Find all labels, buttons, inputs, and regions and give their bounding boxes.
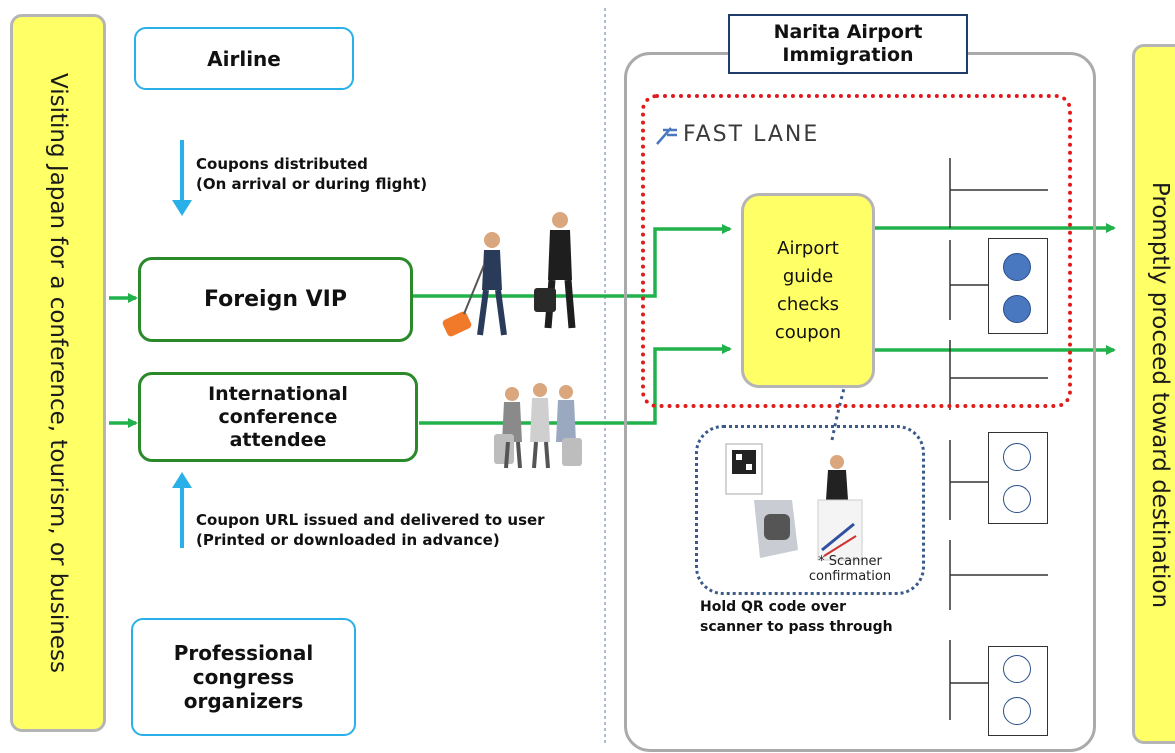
qr-scanner-illustration [725, 443, 863, 561]
booth-light-icon [1003, 295, 1031, 323]
airline-box: Airline [134, 27, 354, 90]
attendee-line-2: conference [218, 405, 338, 428]
attendee-group-illustration [494, 383, 582, 469]
airline-label: Airline [207, 46, 281, 71]
airport-guide-box: Airport guide checks coupon [741, 193, 875, 388]
hold-note-line-2: scanner to pass through [700, 619, 893, 635]
hold-note-line-1: Hold QR code over [700, 599, 847, 615]
foreign-vip-label: Foreign VIP [204, 287, 347, 312]
guide-line-1: Airport [777, 237, 839, 259]
pco-line-1: Professional [173, 641, 314, 665]
coupons-note-line-1: Coupons distributed [196, 155, 368, 173]
booth-light-icon [1003, 485, 1031, 513]
scanner-note-line-2: confirmation [808, 569, 892, 584]
scanner-note: * Scanner confirmation [800, 554, 900, 584]
booth-empty [988, 432, 1048, 524]
coupons-note-line-2: (On arrival or during flight) [196, 175, 428, 193]
foreign-vip-box: Foreign VIP [138, 257, 413, 342]
scanner-note-line-1: * Scanner [818, 554, 882, 569]
pco-line-3: organizers [183, 689, 304, 713]
guide-line-4: coupon [774, 321, 842, 343]
guide-line-3: checks [776, 293, 840, 315]
coupon-url-note: Coupon URL issued and delivered to user … [196, 510, 545, 550]
url-note-line-2: (Printed or downloaded in advance) [196, 531, 500, 549]
visitor-label: Visiting Japan for a conference, tourism… [45, 73, 71, 673]
lane-dividers [949, 158, 1048, 720]
vip-travelers-illustration [442, 212, 576, 337]
bubble-tail [830, 384, 847, 441]
visitor-bar [10, 14, 106, 732]
narita-line-2: Immigration [782, 44, 914, 66]
conference-attendee-box: International conference attendee [138, 372, 418, 462]
attendee-line-1: International [208, 382, 348, 405]
attendee-line-3: attendee [229, 428, 327, 451]
destination-bar [1132, 44, 1175, 744]
fast-lane-logo-icon [656, 127, 677, 145]
booth-light-icon [1003, 697, 1031, 725]
fast-lane-zone [641, 94, 1072, 408]
narita-line-1: Narita Airport [773, 21, 923, 43]
guide-line-2: guide [782, 265, 834, 287]
fast-lane-label: FAST LANE [683, 122, 820, 147]
pco-box: Professional congress organizers [131, 618, 356, 736]
booth-light-icon [1003, 253, 1031, 281]
booth-light-icon [1003, 655, 1031, 683]
pco-line-2: congress [192, 665, 295, 689]
hold-qr-note: Hold QR code over scanner to pass throug… [700, 597, 893, 637]
destination-label: Promptly proceed toward destination [1147, 181, 1173, 609]
scanner-bubble [695, 425, 925, 595]
booth-filled [988, 238, 1048, 334]
blue-arrow-down [172, 140, 192, 216]
coupons-note: Coupons distributed (On arrival or durin… [196, 154, 427, 194]
blue-arrow-up [172, 472, 192, 548]
booth-empty [988, 646, 1048, 736]
narita-immigration-title: Narita Airport Immigration [728, 14, 968, 74]
booth-light-icon [1003, 443, 1031, 471]
url-note-line-1: Coupon URL issued and delivered to user [196, 511, 545, 529]
